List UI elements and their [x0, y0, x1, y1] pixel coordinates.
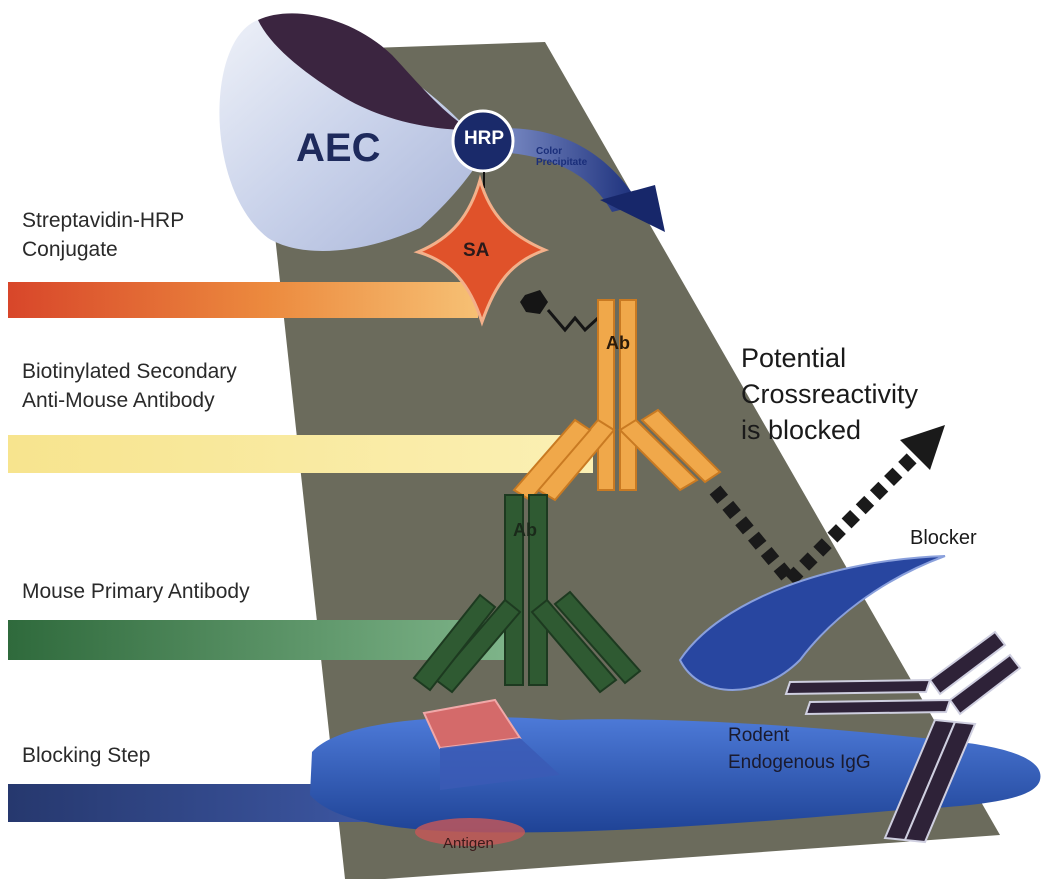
crossreactivity-line: is blocked [741, 412, 918, 448]
aec-label: AEC [296, 126, 380, 171]
streptavidin-bar [8, 282, 478, 318]
step-label-line: Mouse Primary Antibody [22, 577, 250, 606]
step-label-primary: Mouse Primary Antibody [22, 577, 250, 606]
endogenous-igg-line: Endogenous IgG [728, 749, 871, 776]
secondary-bar [8, 435, 593, 473]
step-label-blocking: Blocking Step [22, 741, 150, 770]
endogenous-igg-line: Rodent [728, 722, 871, 749]
color-precipitate-line: Precipitate [536, 157, 587, 168]
color-precipitate-label: Color Precipitate [536, 146, 587, 168]
sa-label: SA [463, 240, 489, 262]
secondary-ab-label: Ab [606, 333, 630, 354]
endogenous-igg-label: Rodent Endogenous IgG [728, 722, 871, 776]
crossreactivity-line: Crossreactivity [741, 376, 918, 412]
step-label-line: Blocking Step [22, 741, 150, 770]
step-label-streptavidin: Streptavidin-HRP Conjugate [22, 206, 184, 264]
color-precipitate-line: Color [536, 146, 587, 157]
primary-ab-label: Ab [513, 520, 537, 541]
crossreactivity-label: Potential Crossreactivity is blocked [741, 340, 918, 448]
crossreactivity-line: Potential [741, 340, 918, 376]
step-label-line: Anti-Mouse Antibody [22, 386, 237, 415]
step-label-line: Streptavidin-HRP [22, 206, 184, 235]
step-label-line: Conjugate [22, 235, 184, 264]
step-label-line: Biotinylated Secondary [22, 357, 237, 386]
step-label-secondary: Biotinylated Secondary Anti-Mouse Antibo… [22, 357, 237, 415]
hrp-label: HRP [459, 128, 509, 150]
antigen-label: Antigen [443, 835, 494, 852]
blocker-label: Blocker [910, 527, 977, 550]
